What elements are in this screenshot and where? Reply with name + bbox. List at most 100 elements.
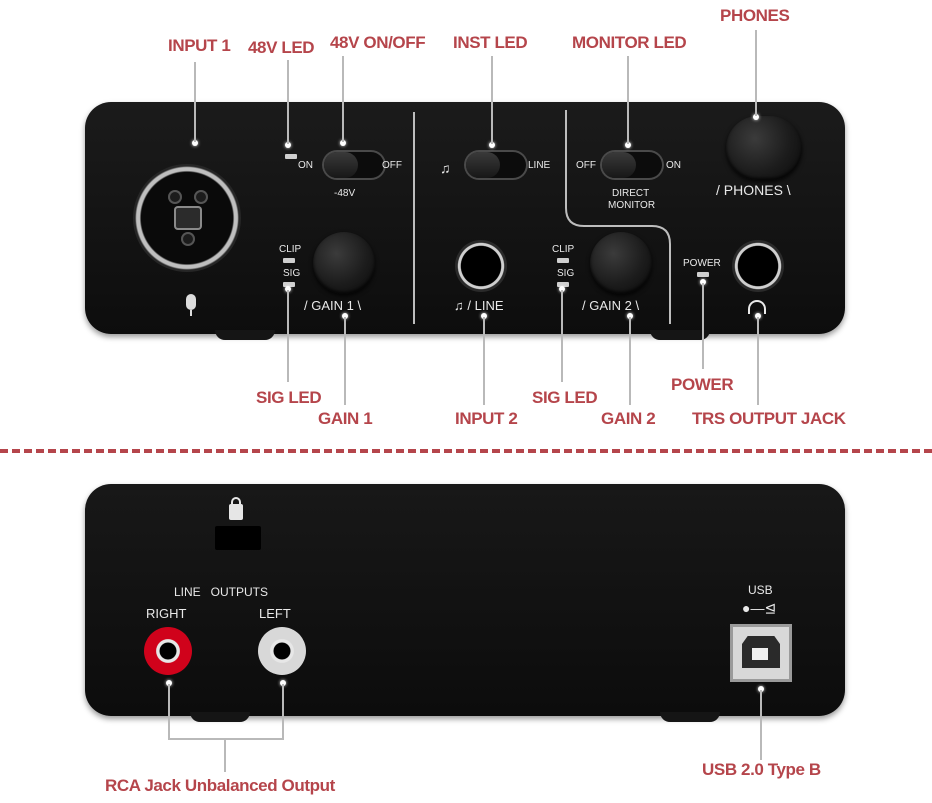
input-2-leader [483,317,485,405]
microphone-stand [190,310,192,316]
rca-right-leader [168,684,170,740]
microphone-icon [186,294,196,310]
trs-pointer-dot [755,313,761,319]
guitar-icon: ♫ [440,160,451,176]
callout-power: POWER [671,375,734,394]
sig-label-1: SIG [283,268,301,279]
clip-led-2 [557,258,569,263]
front-foot-left [215,330,275,340]
48v-led-pointer-dot [285,142,291,148]
monitor-led-leader [627,56,629,144]
inst-line-switch[interactable] [464,150,528,180]
section-divider-1 [413,112,415,324]
input-2-panel-label: ♫ / LINE [454,298,504,313]
clip-label-1: CLIP [279,244,302,255]
48v-switch-pointer-dot [340,140,346,146]
sig-led-2-pointer-dot [559,286,565,292]
rca-bracket [168,738,284,740]
input1-leader [194,62,196,142]
usb-b-tongue [752,648,768,660]
dashed-divider [0,449,932,453]
front-foot-right [650,330,710,340]
callout-inst-led: INST LED [453,33,528,52]
callout-monitor-led: MONITOR LED [572,33,687,52]
gain-1-text: GAIN 1 [311,298,354,313]
gain-1-leader [344,317,346,405]
direct-monitor-switch[interactable] [600,150,664,180]
gain-2-label: / GAIN 2 \ [582,298,640,313]
callout-input-2: INPUT 2 [455,409,518,428]
48v-switch-lever [324,152,358,178]
monitor-led-pointer-dot [625,142,631,148]
rca-right-output[interactable] [144,627,192,675]
back-panel [85,484,845,716]
input-2-pointer-dot [481,313,487,319]
power-pointer-dot [700,279,706,285]
line-switch-label: LINE [528,160,551,171]
gain-1-pointer-dot [342,313,348,319]
left-output-label: LEFT [259,606,291,621]
direct-label: DIRECT [612,188,650,199]
48v-led-leader [287,60,289,144]
xlr-pin-hole [194,190,208,204]
callout-sig-led-1: SIG LED [256,388,322,407]
phones-panel-label: / PHONES \ [716,182,791,198]
sig-led-1-pointer-dot [285,286,291,292]
sig-label-2: SIG [557,268,575,279]
callout-usb-type-b: USB 2.0 Type B [702,760,821,779]
gain-2-leader [629,317,631,405]
gain-2-knob[interactable] [590,232,652,294]
sig-led-2-leader [561,290,563,382]
inst-led-pointer-dot [489,142,495,148]
callout-48v-on-off: 48V ON/OFF [330,33,426,52]
usb-leader [760,690,762,760]
input-2-jack[interactable] [455,240,507,292]
callout-gain-2: GAIN 2 [601,409,656,428]
48v-voltage-label: -48V [334,188,356,199]
phones-pointer-dot [753,114,759,120]
xlr-pin-hole [181,232,195,246]
input1-pointer-dot [192,140,198,146]
callout-trs-output-jack: TRS OUTPUT JACK [692,409,846,428]
back-foot-left [190,712,250,722]
monitor-on-label: ON [666,160,681,171]
monitor-label: MONITOR [608,200,656,211]
callout-input-1: INPUT 1 [168,36,231,55]
lock-icon [229,504,243,520]
xlr-center-jack [174,206,202,230]
rca-left-pointer-dot [280,680,286,686]
callout-sig-led-2: SIG LED [532,388,598,407]
trs-leader [757,317,759,405]
monitor-off-label: OFF [576,160,596,171]
phones-knob[interactable] [726,116,802,180]
clip-label-2: CLIP [552,244,575,255]
48v-led [285,154,297,159]
power-led [697,272,709,277]
right-output-label: RIGHT [146,606,187,621]
gain-2-text: GAIN 2 [589,298,632,313]
lock-shackle [231,497,241,506]
gain-1-label: / GAIN 1 \ [304,298,362,313]
back-foot-right [660,712,720,722]
48v-on-label: ON [298,160,313,171]
usb-panel-label: USB [748,583,773,597]
kensington-lock-slot[interactable] [215,526,261,550]
sig-led-1-leader [287,290,289,382]
phones-leader [755,30,757,116]
power-leader [702,283,704,369]
rca-left-output[interactable] [258,627,306,675]
section-divider-2 [565,110,671,324]
xlr-pin-hole [168,190,182,204]
rca-left-leader [282,684,284,740]
rca-stem [224,738,226,772]
usb-pointer-dot [758,686,764,692]
trs-output-jack[interactable] [732,240,784,292]
monitor-switch-lever [602,152,636,178]
callout-48v-led: 48V LED [248,38,315,57]
clip-led-1 [283,258,295,263]
48v-switch[interactable] [322,150,386,180]
power-panel-label: POWER [683,258,721,269]
callout-gain-1: GAIN 1 [318,409,373,428]
phones-text: PHONES [723,182,783,198]
gain-1-knob[interactable] [313,232,375,294]
